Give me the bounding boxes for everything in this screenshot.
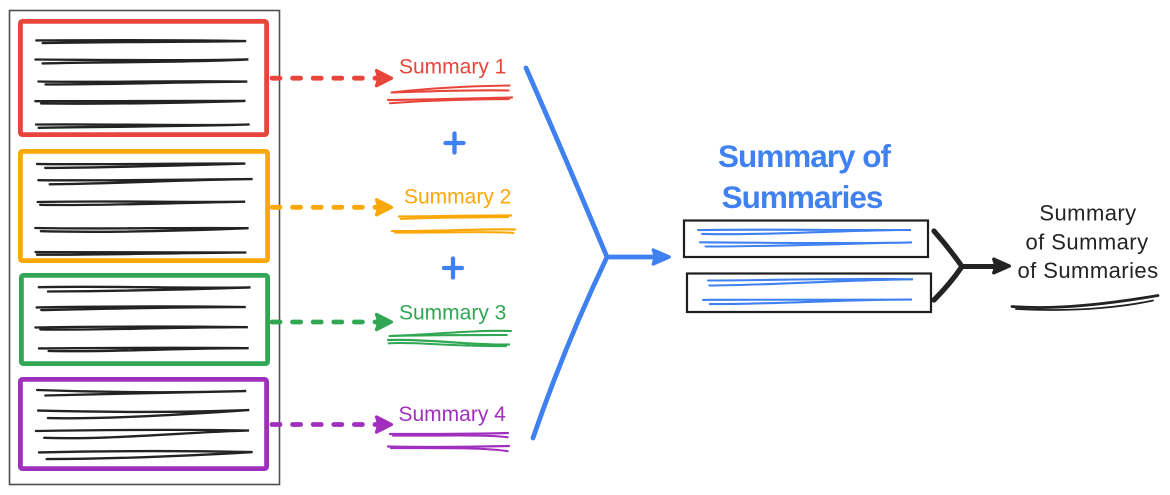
svg-text:Summary: Summary xyxy=(1039,201,1136,226)
svg-text:Summary 3: Summary 3 xyxy=(399,302,506,325)
svg-text:Summary 1: Summary 1 xyxy=(399,56,506,79)
svg-text:of Summaries: of Summaries xyxy=(1017,258,1158,283)
svg-text:Summary 2: Summary 2 xyxy=(404,186,511,209)
svg-text:Summary of: Summary of xyxy=(718,138,892,174)
svg-text:of Summary: of Summary xyxy=(1025,230,1148,255)
svg-text:Summary 4: Summary 4 xyxy=(399,403,507,426)
svg-text:Summaries: Summaries xyxy=(722,179,883,215)
